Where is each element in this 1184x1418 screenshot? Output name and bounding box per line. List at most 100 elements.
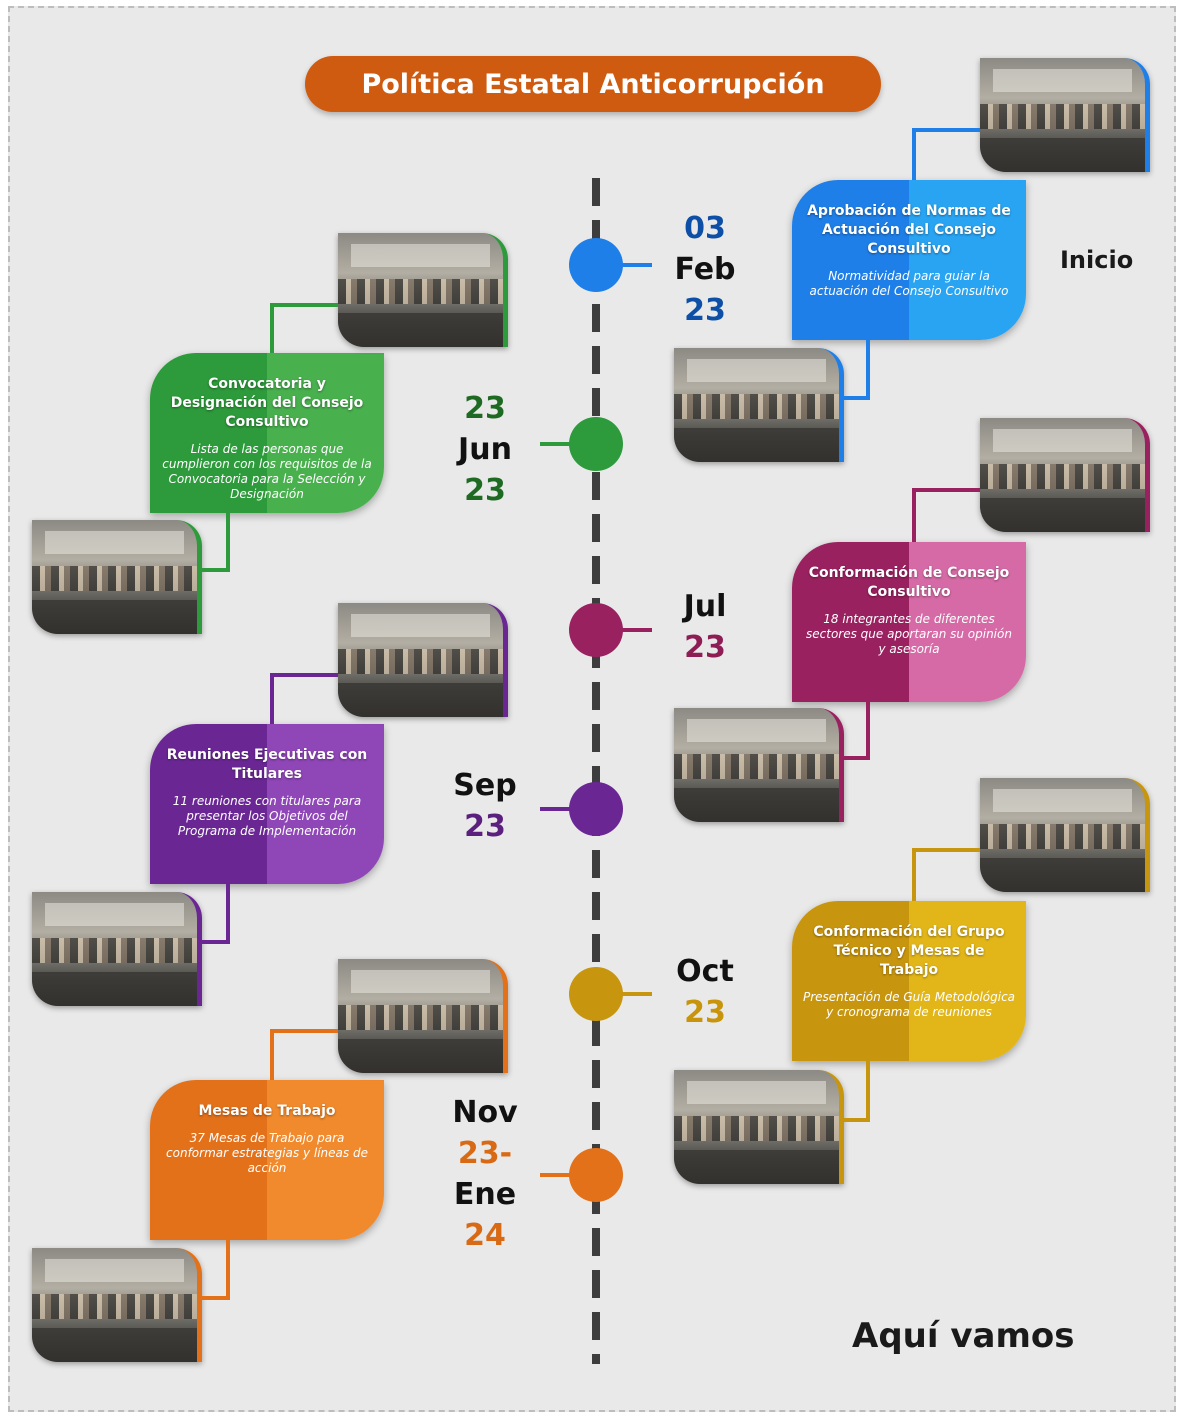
event-photo [338, 959, 508, 1073]
photo-shade [351, 970, 490, 994]
date-line: Jul [683, 589, 727, 624]
date-line: 24 [464, 1218, 506, 1253]
event-photo [980, 58, 1150, 172]
event-title: Reuniones Ejecutivas con Titulares [166, 747, 368, 782]
timeline-tick [540, 442, 572, 446]
photo-shade [674, 753, 839, 779]
photo-shade [338, 682, 503, 717]
connector-line [270, 303, 274, 353]
timeline-dot [569, 417, 623, 471]
event-photo [674, 1070, 844, 1184]
connector-line [912, 848, 916, 901]
timeline-tick [620, 628, 652, 632]
connector-line [270, 673, 274, 724]
event-photo [674, 348, 844, 462]
photo-shade [351, 244, 490, 268]
photo-shade [351, 614, 490, 638]
photo-shade [687, 1081, 826, 1105]
photo-shade [338, 1004, 503, 1030]
event-title: Aprobación de Normas de Actuación del Co… [807, 203, 1011, 257]
photo-shade [45, 1259, 184, 1283]
date-line: Feb [674, 252, 736, 287]
timeline-tick [540, 1173, 572, 1177]
date-line: 23 [464, 473, 506, 508]
photo-shade [32, 971, 197, 1006]
photo-shade [980, 103, 1145, 129]
event-title: Convocatoria y Designación del Consejo C… [170, 376, 364, 430]
timeline-dot [569, 782, 623, 836]
current-label: Aquí vamos [852, 1316, 1075, 1356]
event-description: Normatividad para guiar la actuación del… [809, 269, 1009, 298]
connector-line [912, 488, 980, 492]
photo-shade [45, 531, 184, 555]
connector-line [202, 940, 230, 944]
photo-shade [32, 1327, 197, 1362]
connector-line [270, 1029, 338, 1033]
photo-shade [980, 823, 1145, 849]
timeline-tick [540, 807, 572, 811]
event-title: Mesas de Trabajo [198, 1103, 336, 1119]
photo-shade [674, 1115, 839, 1141]
event-photo [32, 520, 202, 634]
photo-shade [338, 278, 503, 304]
date-line: 23 [684, 630, 726, 665]
date-line: Sep [453, 768, 517, 803]
connector-line [844, 396, 870, 400]
timeline-dot [569, 967, 623, 1021]
date-line: 23 [684, 293, 726, 328]
photo-shade [993, 69, 1132, 93]
timeline-tick [620, 992, 652, 996]
event-date: Oct 23 [650, 951, 760, 1033]
date-line: Jun [458, 432, 512, 467]
event-photo [338, 603, 508, 717]
event-title: Conformación de Consejo Consultivo [808, 565, 1010, 600]
event-photo [980, 778, 1150, 892]
start-label: Inicio [1060, 246, 1134, 274]
event-photo [338, 233, 508, 347]
photo-shade [32, 1293, 197, 1319]
date-line: 23 [684, 995, 726, 1030]
photo-shade [338, 312, 503, 347]
photo-shade [980, 463, 1145, 489]
photo-shade [32, 565, 197, 591]
date-line: 23 [464, 391, 506, 426]
photo-shade [687, 359, 826, 383]
connector-line [912, 128, 980, 132]
date-line: Ene [453, 1177, 517, 1212]
timeline-dot [569, 1148, 623, 1202]
photo-shade [993, 789, 1132, 813]
event-photo [674, 708, 844, 822]
connector-line [866, 1061, 870, 1118]
date-line: 03 [684, 211, 726, 246]
photo-shade [980, 857, 1145, 892]
connector-line [202, 1296, 230, 1300]
photo-shade [674, 393, 839, 419]
event-description: Lista de las personas que cumplieron con… [162, 442, 372, 501]
photo-shade [338, 1038, 503, 1073]
date-line: Nov [452, 1095, 518, 1130]
date-line: Oct [676, 954, 734, 989]
photo-shade [32, 599, 197, 634]
connector-line [912, 128, 916, 180]
photo-shade [980, 497, 1145, 532]
timeline-dot [569, 603, 623, 657]
timeline-tick [620, 263, 652, 267]
event-description: 37 Mesas de Trabajo para conformar estra… [166, 1131, 368, 1175]
photo-shade [338, 648, 503, 674]
connector-line [226, 884, 230, 940]
event-description: Presentación de Guía Metodológica y cron… [802, 990, 1016, 1019]
event-description: 11 reuniones con titulares para presenta… [172, 794, 362, 838]
connector-line [844, 756, 870, 760]
connector-line [844, 1118, 870, 1122]
photo-shade [674, 787, 839, 822]
connector-line [270, 303, 338, 307]
photo-shade [993, 429, 1132, 453]
event-card: Aprobación de Normas de Actuación del Co… [792, 180, 1026, 340]
event-card: Convocatoria y Designación del Consejo C… [150, 353, 384, 513]
photo-shade [674, 427, 839, 462]
timeline-dot [569, 238, 623, 292]
event-photo [32, 892, 202, 1006]
